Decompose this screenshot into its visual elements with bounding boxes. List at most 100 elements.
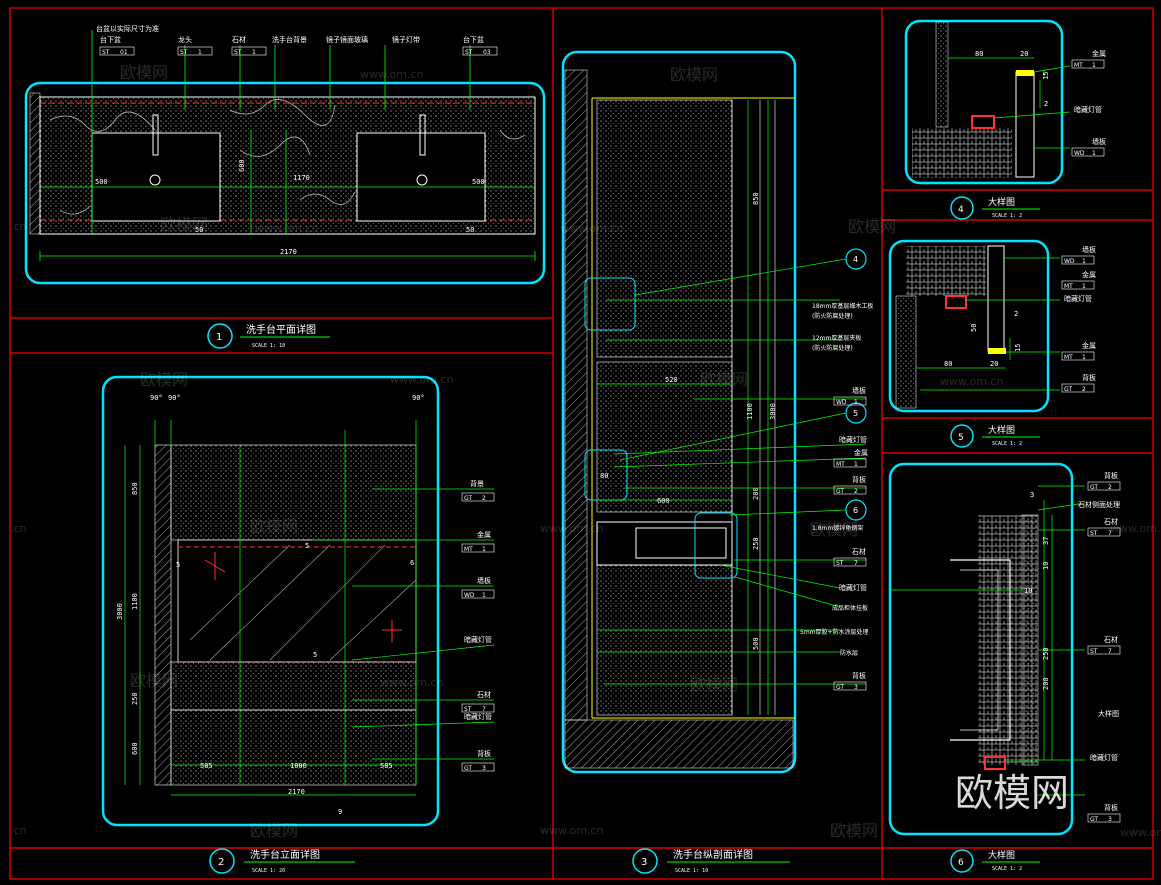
svg-text:01: 01 xyxy=(120,49,128,56)
svg-text:www.om.cn: www.om.cn xyxy=(540,522,603,535)
panel5-outline xyxy=(888,239,1050,413)
panel6-title-block: 6 大样图 SCALE 1: 2 xyxy=(950,849,1040,873)
panel1-dims: 500 500 600 1170 50 50 2170 xyxy=(95,159,485,256)
svg-text:5: 5 xyxy=(853,409,858,418)
svg-text:MT: MT xyxy=(1064,354,1073,361)
svg-text:90°: 90° xyxy=(150,394,163,402)
drain-right xyxy=(416,174,428,186)
svg-text:www.om.cn: www.om.cn xyxy=(390,373,453,386)
svg-text:2170: 2170 xyxy=(288,788,305,796)
panel1-number: 1 xyxy=(216,332,222,343)
svg-text:3: 3 xyxy=(482,765,486,772)
svg-text:1: 1 xyxy=(198,49,202,56)
svg-text:2: 2 xyxy=(218,857,224,868)
svg-text:MT: MT xyxy=(464,546,473,553)
svg-text:250: 250 xyxy=(752,537,760,550)
svg-text:背板: 背板 xyxy=(852,475,866,484)
svg-text:1000: 1000 xyxy=(290,762,307,770)
svg-text:5: 5 xyxy=(176,561,180,569)
svg-text:20: 20 xyxy=(990,360,998,368)
svg-text:www.om.cn: www.om.cn xyxy=(255,222,318,235)
svg-text:WD: WD xyxy=(836,399,847,406)
svg-text:03: 03 xyxy=(483,49,491,56)
svg-text:585: 585 xyxy=(380,762,393,770)
svg-text:1100: 1100 xyxy=(746,403,754,420)
svg-text:7: 7 xyxy=(1108,648,1112,655)
svg-text:欧模网: 欧模网 xyxy=(830,821,878,840)
watermark-logo: 欧模网 xyxy=(955,771,1069,815)
svg-text:.cn: .cn xyxy=(10,220,27,233)
svg-text:1.8mm镀锌角钢架: 1.8mm镀锌角钢架 xyxy=(812,524,863,532)
svg-text:5: 5 xyxy=(313,651,317,659)
svg-text:585: 585 xyxy=(200,762,213,770)
svg-text:欧模网: 欧模网 xyxy=(700,370,748,389)
panel-2-elevation: 90° 90° 90° 3000 1100 850 250 600 585 10… xyxy=(101,375,495,874)
svg-text:4: 4 xyxy=(853,255,858,264)
svg-text:7: 7 xyxy=(1108,530,1112,537)
svg-text:250: 250 xyxy=(131,692,139,705)
svg-text:1: 1 xyxy=(854,461,858,468)
svg-text:金属: 金属 xyxy=(854,448,868,457)
panel4-outline xyxy=(904,19,1064,185)
svg-text:www.om.cn: www.om.cn xyxy=(540,824,603,837)
svg-text:www.om.cn: www.om.cn xyxy=(1120,826,1161,839)
svg-text:欧模网: 欧模网 xyxy=(160,215,208,234)
svg-text:欧模网: 欧模网 xyxy=(250,517,298,536)
panel2-dims: 90° 90° 90° 3000 1100 850 250 600 585 10… xyxy=(116,394,425,816)
panel-1-plan: 台盆以实际尺寸为准 500 500 600 1170 50 50 2170 台下… xyxy=(24,24,546,349)
svg-text:7: 7 xyxy=(482,706,486,713)
counter-band xyxy=(170,661,417,711)
svg-text:4: 4 xyxy=(958,205,964,215)
svg-text:大样图: 大样图 xyxy=(988,196,1015,208)
svg-text:5: 5 xyxy=(305,542,309,550)
svg-text:GT: GT xyxy=(1090,816,1098,823)
svg-text:90°: 90° xyxy=(412,394,425,402)
svg-text:背板: 背板 xyxy=(1104,803,1118,812)
svg-text:GT: GT xyxy=(464,765,472,772)
svg-text:5: 5 xyxy=(958,433,964,443)
svg-text:3: 3 xyxy=(1108,816,1112,823)
svg-text:www.om.cn: www.om.cn xyxy=(380,676,443,689)
svg-text:大样图: 大样图 xyxy=(1098,709,1119,718)
svg-text:200: 200 xyxy=(752,487,760,500)
svg-text:GT: GT xyxy=(1090,484,1098,491)
svg-text:2: 2 xyxy=(1108,484,1112,491)
svg-text:MT: MT xyxy=(836,461,845,468)
panel3-outline xyxy=(561,50,797,774)
panel6-outline xyxy=(888,462,1074,836)
svg-text:洗手台纵剖面详图: 洗手台纵剖面详图 xyxy=(673,848,753,861)
svg-text:250: 250 xyxy=(1042,647,1050,660)
svg-text:金属: 金属 xyxy=(1092,49,1106,58)
svg-text:MT: MT xyxy=(1074,62,1083,69)
sink-basin-right xyxy=(356,132,486,222)
sink-basin-left xyxy=(91,132,221,222)
svg-text:1: 1 xyxy=(482,546,486,553)
svg-text:10: 10 xyxy=(1042,562,1050,570)
svg-text:20: 20 xyxy=(1020,50,1028,58)
svg-text:防水层: 防水层 xyxy=(840,649,858,657)
svg-text:(防火防腐处理): (防火防腐处理) xyxy=(812,344,853,352)
panel5-title-block: 5 大样图 SCALE 1: 2 xyxy=(950,424,1040,448)
marble-veins xyxy=(49,99,526,215)
svg-text:12mm厚基层夹板: 12mm厚基层夹板 xyxy=(812,334,861,342)
tag-label: 镜子镜面玻璃 xyxy=(326,35,368,44)
svg-text:.cn: .cn xyxy=(10,522,27,535)
svg-text:欧模网: 欧模网 xyxy=(810,520,858,539)
panel1-scale: SCALE 1: 10 xyxy=(252,343,285,349)
svg-text:欧模网: 欧模网 xyxy=(848,217,896,236)
svg-text:ST: ST xyxy=(102,49,110,56)
svg-text:80: 80 xyxy=(600,472,608,480)
svg-text:200: 200 xyxy=(1042,677,1050,690)
svg-text:SCALE 1: 2: SCALE 1: 2 xyxy=(992,213,1022,219)
svg-text:背板: 背板 xyxy=(1082,373,1096,382)
svg-text:欧模网: 欧模网 xyxy=(250,821,298,840)
panel3-title-block: 3 洗手台纵剖面详图 SCALE 1: 10 xyxy=(632,848,790,874)
svg-text:6: 6 xyxy=(958,858,964,868)
svg-text:欧模网: 欧模网 xyxy=(120,63,168,82)
svg-text:ST: ST xyxy=(234,49,242,56)
panel1-title: 洗手台平面详图 xyxy=(246,323,316,336)
svg-text:1: 1 xyxy=(482,592,486,599)
